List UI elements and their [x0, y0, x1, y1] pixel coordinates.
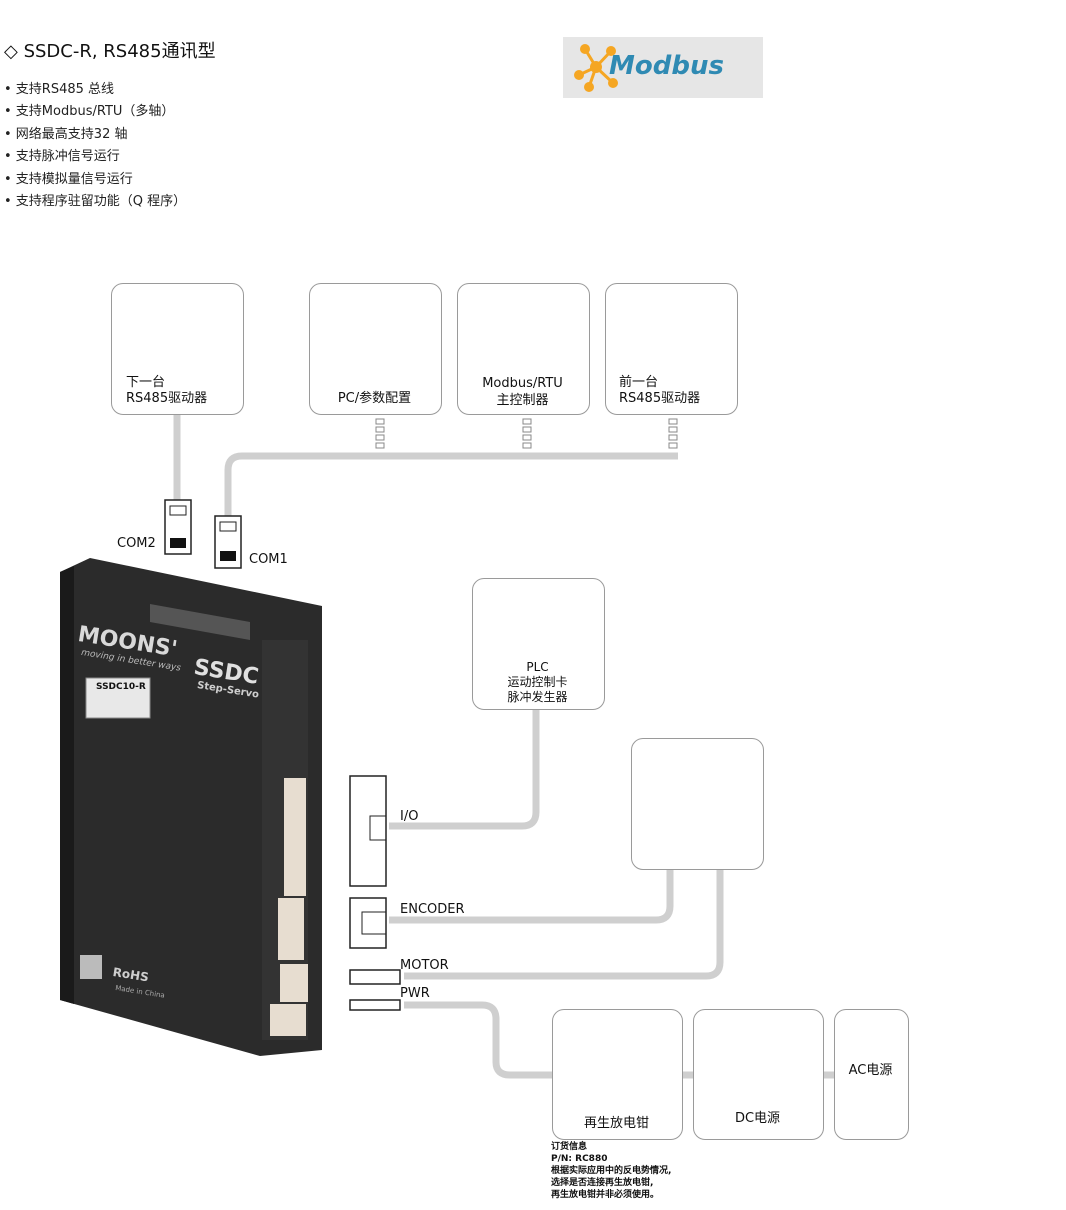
order-info-line: 根据实际应用中的反电势情况,: [551, 1166, 672, 1176]
modbus-logo: Modbus: [563, 37, 763, 98]
feature-item: • 支持脉冲信号运行: [4, 149, 120, 164]
feature-item: • 支持RS485 总线: [4, 82, 115, 97]
regen-clamp-box: [552, 1009, 683, 1140]
cable-pwr: [404, 1001, 552, 1079]
page-title: ◇ SSDC-R, RS485通讯型: [4, 41, 216, 62]
next-drive-label-line2: RS485驱动器: [126, 391, 208, 406]
order-info-title: 订货信息: [551, 1142, 588, 1152]
com1-label: COM1: [249, 552, 288, 567]
encoder-label: ENCODER: [400, 902, 465, 917]
motor-label: MOTOR: [400, 958, 449, 973]
regen-clamp-label: 再生放电钳: [583, 1116, 649, 1131]
modbus-master-label-line2: 主控制器: [496, 393, 549, 408]
feature-item: • 支持程序驻留功能（Q 程序）: [4, 194, 187, 209]
next-drive-label-line1: 下一台: [126, 375, 166, 390]
drive-label: SSDC10-R: [96, 682, 146, 692]
ac-power-label: AC电源: [848, 1063, 893, 1078]
com2-connector: [164, 499, 192, 555]
ac-power-box: [834, 1009, 909, 1140]
pwr-label: PWR: [400, 986, 430, 1001]
pc-box: [309, 283, 442, 415]
order-info-line: 选择是否连接再生放电钳,: [551, 1178, 654, 1188]
feature-item: • 网络最高支持32 轴: [4, 127, 128, 142]
modbus-network-icon: [574, 44, 618, 92]
order-info-pn: P/N: RC880: [551, 1154, 608, 1164]
cable-rs485-bus: [224, 452, 678, 516]
order-info-line: 再生放电钳并非必须使用。: [551, 1190, 660, 1200]
prev-drive-box: [605, 283, 738, 415]
encoder-connector: [349, 897, 387, 949]
modbus-master-label-line1: Modbus/RTU: [482, 376, 563, 391]
pc-label: PC/参数配置: [337, 391, 412, 406]
next-drive-box: [111, 283, 244, 415]
dc-power-box: [693, 1009, 824, 1140]
motor-connector: [349, 969, 401, 985]
ssdc-drive-body: [60, 558, 322, 1056]
io-label: I/O: [400, 809, 419, 824]
prev-drive-label-line2: RS485驱动器: [619, 391, 701, 406]
dc-power-label: DC电源: [734, 1111, 781, 1126]
plc-label-line2: 运动控制卡: [507, 675, 568, 689]
prev-drive-label-line1: 前一台: [619, 375, 659, 390]
bus-taps: [375, 418, 678, 449]
io-connector: [349, 775, 387, 887]
cable-encoder: [389, 868, 674, 924]
pwr-connector: [349, 999, 401, 1011]
motor-box: [631, 738, 764, 870]
plc-box: [472, 578, 605, 710]
modbus-master-box: [457, 283, 590, 415]
plc-label-line3: 脉冲发生器: [507, 690, 568, 704]
plc-label-line1: PLC: [526, 660, 549, 674]
feature-item: • 支持模拟量信号运行: [4, 172, 133, 187]
cable-io: [389, 709, 540, 830]
order-info: 订货信息 P/N: RC880 根据实际应用中的反电势情况, 选择是否连接再生放…: [551, 1141, 671, 1201]
com2-label: COM2: [117, 536, 156, 551]
modbus-logo-text: Modbus: [609, 51, 724, 81]
com1-connector: [214, 515, 242, 569]
feature-item: • 支持Modbus/RTU（多轴）: [4, 104, 175, 119]
cable-motor: [404, 868, 724, 980]
